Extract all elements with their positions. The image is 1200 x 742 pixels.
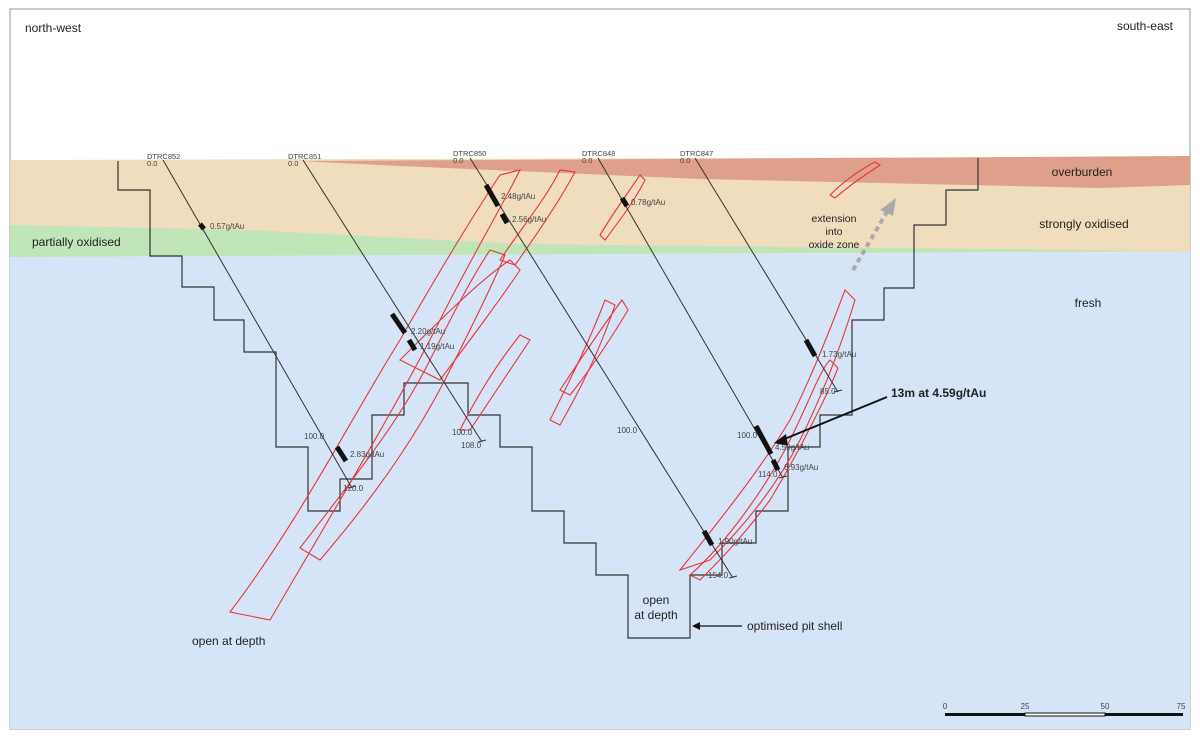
drillholes: [162, 157, 839, 579]
intercept-bars: [198, 183, 818, 547]
intercept-bar: [619, 196, 630, 208]
depth-label: 154.0: [708, 571, 729, 580]
intercept-label: 1.90g/tAu: [718, 537, 752, 546]
drillhole-dtrc850: [469, 157, 734, 579]
collar-depth: 0.0: [582, 156, 592, 165]
depth-label: 108.0: [461, 441, 482, 450]
scale-tick-label: 0: [943, 702, 948, 711]
callout-arrow: [774, 396, 888, 446]
intercept-bar: [770, 458, 781, 472]
extension-text: into: [826, 226, 843, 238]
depth-label: 85.0: [820, 387, 836, 396]
label-fresh: fresh: [1075, 296, 1102, 310]
collar-depth: 0.0: [680, 156, 690, 165]
hole-id: DTRC850: [453, 149, 486, 158]
intercept-label: 2.20g/tAu: [411, 327, 445, 336]
hole-id: DTRC848: [582, 149, 615, 158]
intercept-bar: [334, 445, 349, 463]
intercept-bar: [483, 183, 501, 208]
intercept-bar: [389, 312, 408, 335]
intercept-bar: [406, 338, 418, 352]
intercept-label: 0.78g/tAu: [631, 198, 665, 207]
intercept-label: 2.56g/tAu: [512, 215, 546, 224]
intercept-label: 1.19g/tAu: [420, 342, 454, 351]
scale-tick-label: 75: [1177, 702, 1186, 711]
label-north-west: north-west: [25, 21, 82, 35]
drillhole-dtrc848: [597, 157, 784, 479]
partially-oxidised-layer: [10, 225, 1190, 257]
label-overburden: overburden: [1052, 165, 1113, 179]
label-partially-oxidised: partially oxidised: [32, 235, 121, 249]
depth-label: 100.0: [304, 432, 325, 441]
scale-bar: 0 25 50 75: [943, 702, 1186, 717]
intercept-bar: [499, 212, 510, 225]
depth-label: 120.0: [343, 484, 364, 493]
intercept-bar: [753, 424, 774, 456]
pit-shell-label: optimised pit shell: [747, 619, 842, 633]
hole-id: DTRC847: [680, 149, 713, 158]
intercept-label: 0.57g/tAu: [210, 222, 244, 231]
intercept-label: 4.59g/tAu: [775, 443, 809, 452]
collar-depth: 0.0: [453, 156, 463, 165]
hole-end-ticks: [347, 389, 843, 579]
intercept-bar: [803, 338, 818, 358]
overburden-layer: [300, 156, 1190, 188]
intercept-bar: [701, 529, 715, 547]
intercept-bar: [198, 222, 206, 231]
extension-text: oxide zone: [809, 239, 860, 251]
intercept-label: 6.93g/tAu: [784, 463, 818, 472]
collar-depth: 0.0: [147, 159, 157, 168]
scale-tick-label: 25: [1021, 702, 1030, 711]
depth-label: 114.0: [758, 470, 778, 479]
depth-label: 100.0: [737, 431, 758, 440]
hole-id: DTRC851: [288, 152, 321, 161]
intercept-label: 1.73g/tAu: [822, 350, 856, 359]
open-at-depth-left: open at depth: [192, 634, 265, 648]
orebody-outlines: [229, 161, 882, 621]
intercept-label: 2.83g/tAu: [350, 450, 384, 459]
drillhole-dtrc852: [162, 159, 353, 489]
optimised-pit-shell: [117, 158, 979, 639]
depth-label: 100.0: [617, 426, 638, 435]
label-south-east: south-east: [1117, 19, 1174, 33]
collar-depth: 0.0: [288, 159, 298, 168]
pit-shell-pointer: [692, 622, 742, 630]
drillhole-dtrc851: [302, 159, 483, 443]
intercept-label: 2.48g/tAu: [501, 192, 535, 201]
extension-text: extension: [812, 213, 857, 225]
label-strongly-oxidised: strongly oxidised: [1039, 217, 1128, 231]
fresh-rock-layer: [10, 252, 1190, 729]
open-at-depth-center: open: [643, 593, 670, 607]
depth-label: 100.0: [452, 428, 473, 437]
hole-id: DTRC852: [147, 152, 180, 161]
open-at-depth-center: at depth: [634, 608, 677, 622]
scale-tick-label: 50: [1101, 702, 1110, 711]
extension-arrow: [851, 198, 896, 272]
callout-label: 13m at 4.59g/tAu: [891, 386, 986, 400]
